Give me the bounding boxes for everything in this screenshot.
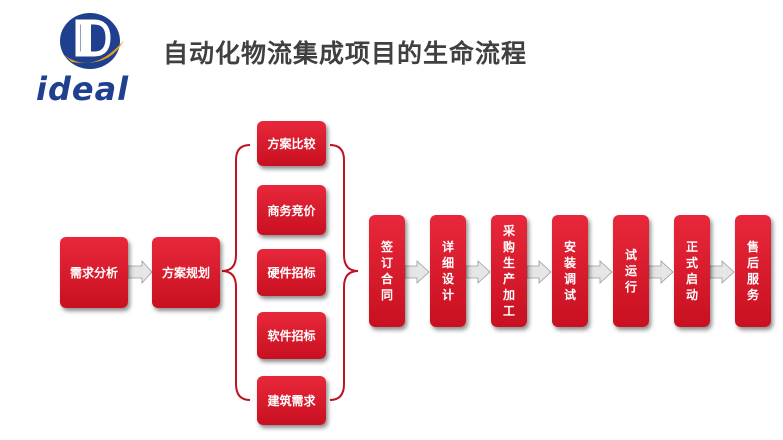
logo-emblem-icon <box>58 13 124 69</box>
flow-box-planning: 方案规划 <box>152 237 220 308</box>
option-box-comparison: 方案比较 <box>257 121 326 166</box>
arrow-connector <box>404 260 430 284</box>
arrow-connector <box>465 260 491 284</box>
flow-box-requirements: 需求分析 <box>60 237 128 308</box>
arrow-connector <box>648 260 674 284</box>
arrow-connector <box>526 260 552 284</box>
arrow-connector <box>709 260 735 284</box>
option-box-building: 建筑需求 <box>257 376 326 425</box>
page-title: 自动化物流集成项目的生命流程 <box>163 39 528 68</box>
company-logo: ideal <box>36 10 146 110</box>
option-box-hardware-tender: 硬件招标 <box>257 249 326 296</box>
step-box-trial-run: 试运行 <box>613 215 649 327</box>
step-box-detailed-design: 详细设计 <box>430 215 466 327</box>
step-box-contract: 签订合同 <box>369 215 405 327</box>
step-box-procurement: 采购生产加工 <box>491 215 527 327</box>
arrow-connector <box>587 260 613 284</box>
option-box-bidding: 商务竞价 <box>257 185 326 235</box>
step-box-installation: 安装调试 <box>552 215 588 327</box>
step-box-launch: 正式启动 <box>674 215 710 327</box>
logo-text: ideal <box>36 70 130 108</box>
arrow-connector <box>127 259 153 285</box>
step-box-after-sales: 售后服务 <box>735 215 771 327</box>
left-bracket <box>221 144 251 401</box>
right-bracket <box>329 144 359 401</box>
option-box-software-tender: 软件招标 <box>257 312 326 359</box>
